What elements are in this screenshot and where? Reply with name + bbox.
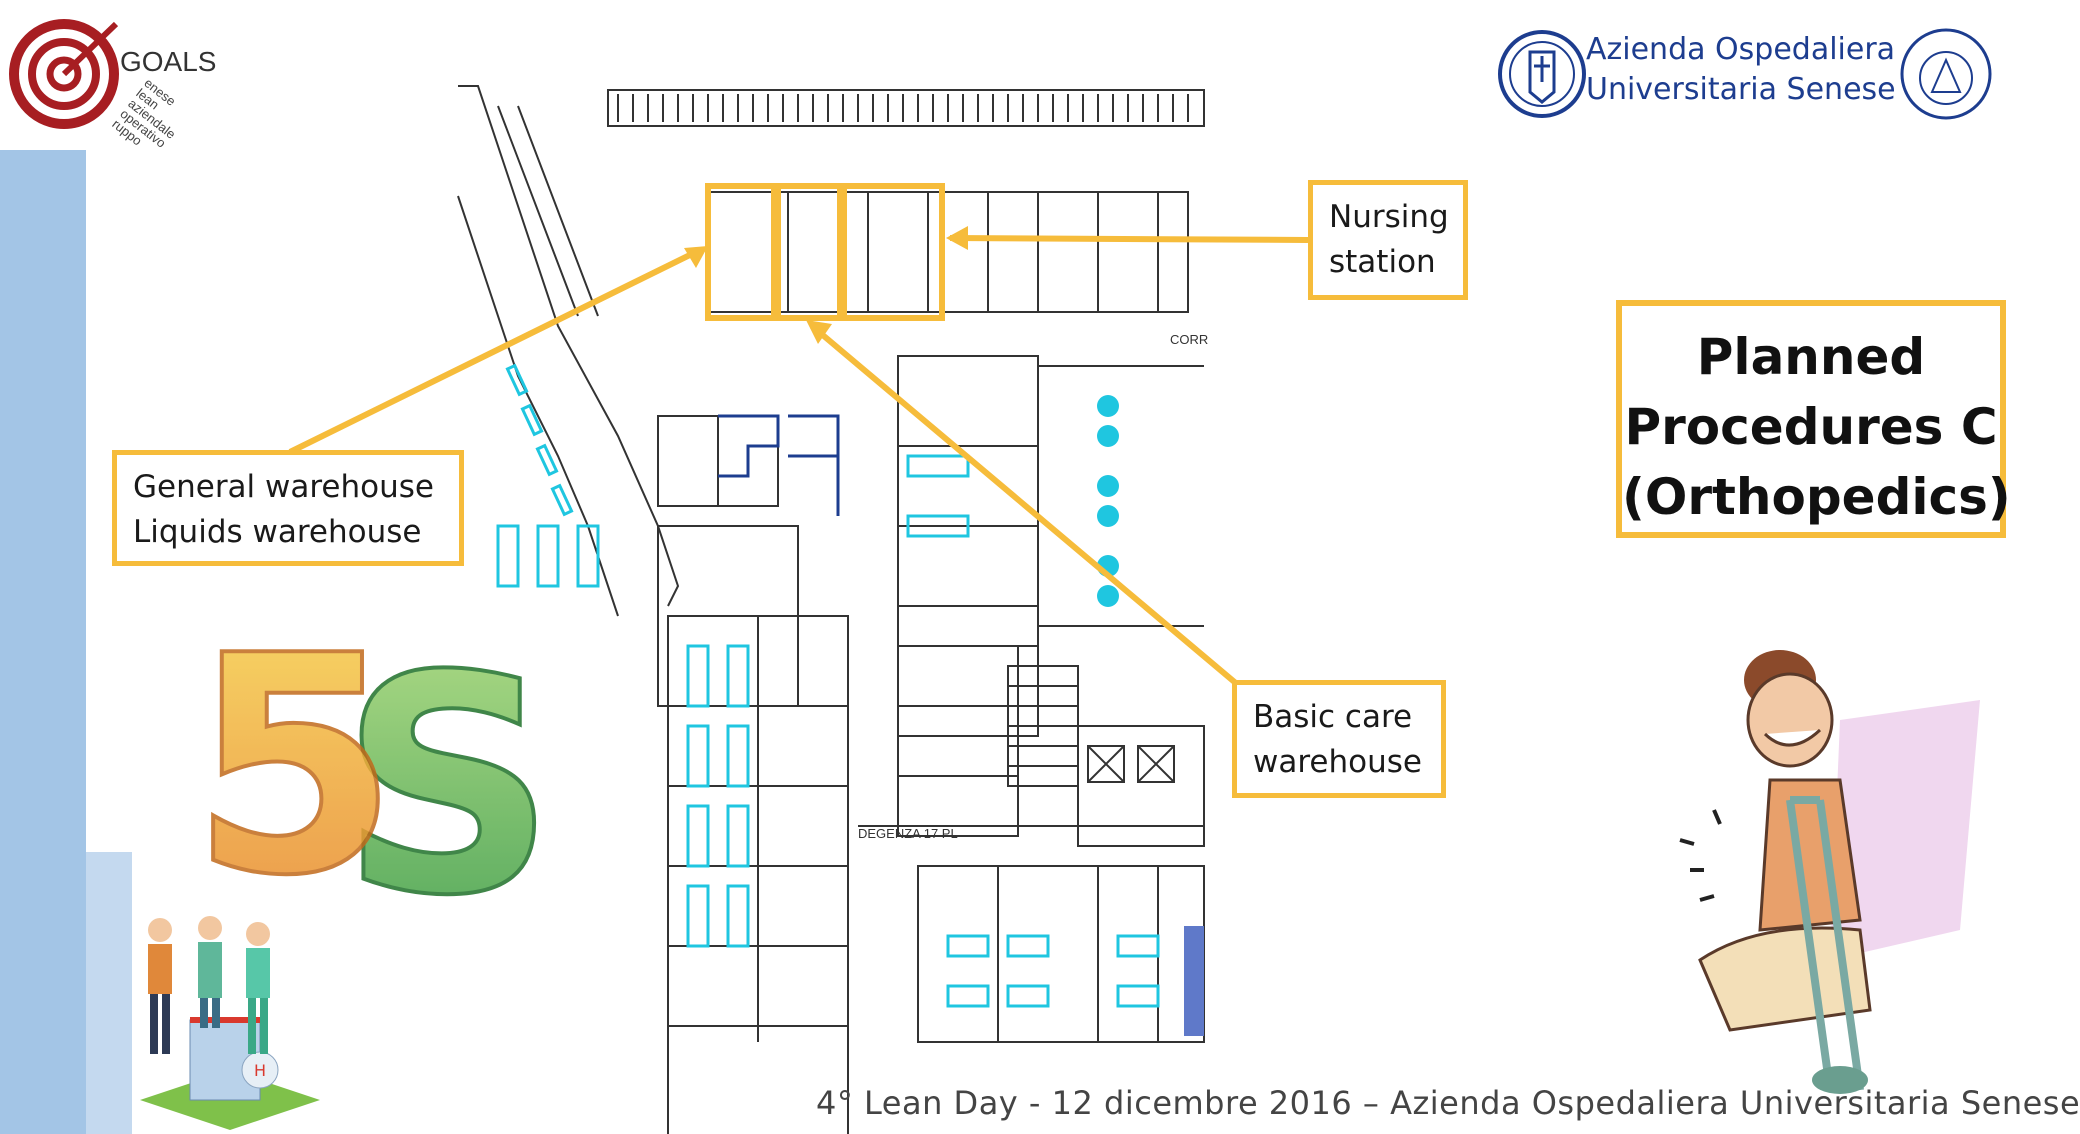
hospital-logo	[1498, 28, 1992, 120]
callout-line: Basic care	[1253, 699, 1413, 735]
five-s-digit: 5	[190, 592, 399, 941]
goals-logo-title: GOALS	[120, 46, 217, 77]
cartoon-crutches-man	[1679, 650, 1980, 1094]
staff-hospital-illustration: H	[140, 916, 320, 1130]
callout-line: Liquids warehouse	[133, 514, 422, 550]
callout-line: warehouse	[1253, 744, 1422, 780]
plan-room-label: CORR	[1170, 332, 1208, 347]
hospital-name-line: Azienda Ospedaliera	[1586, 32, 1896, 67]
goals-logo	[9, 19, 119, 129]
planned-line: (Orthopedics)	[1622, 468, 2011, 526]
planned-line: Planned	[1696, 328, 1926, 386]
left-accent-bar	[0, 150, 86, 1134]
plan-room-label: DEGENZA 17 PL	[858, 826, 958, 841]
hospital-name-line: Universitaria Senese	[1586, 72, 1896, 107]
callout-line: General warehouse	[133, 469, 434, 505]
hospital-name: Azienda Ospedaliera Universitaria Senese	[1586, 30, 1896, 110]
callout-general-warehouse: General warehouse Liquids warehouse	[112, 450, 464, 566]
left-accent-bar-light	[86, 852, 132, 1134]
callout-line: station	[1329, 244, 1436, 280]
floor-plan: DEGENZA 17 PL CORR	[457, 85, 1208, 1134]
planned-procedures-box: Planned Procedures C (Orthopedics)	[1616, 300, 2011, 538]
footer-event-caption: 4° Lean Day - 12 dicembre 2016 – Azienda…	[816, 1084, 2080, 1122]
svg-text:H: H	[254, 1061, 266, 1080]
callout-basic-care: Basic care warehouse	[1232, 680, 1446, 798]
five-s-graphic: S 5 5S	[188, 590, 558, 963]
callout-line: Nursing	[1329, 199, 1449, 235]
planned-line: Procedures C	[1624, 398, 1998, 456]
five-s-letter-s: S	[340, 612, 556, 961]
callout-nursing-station: Nursing station	[1308, 180, 1468, 300]
